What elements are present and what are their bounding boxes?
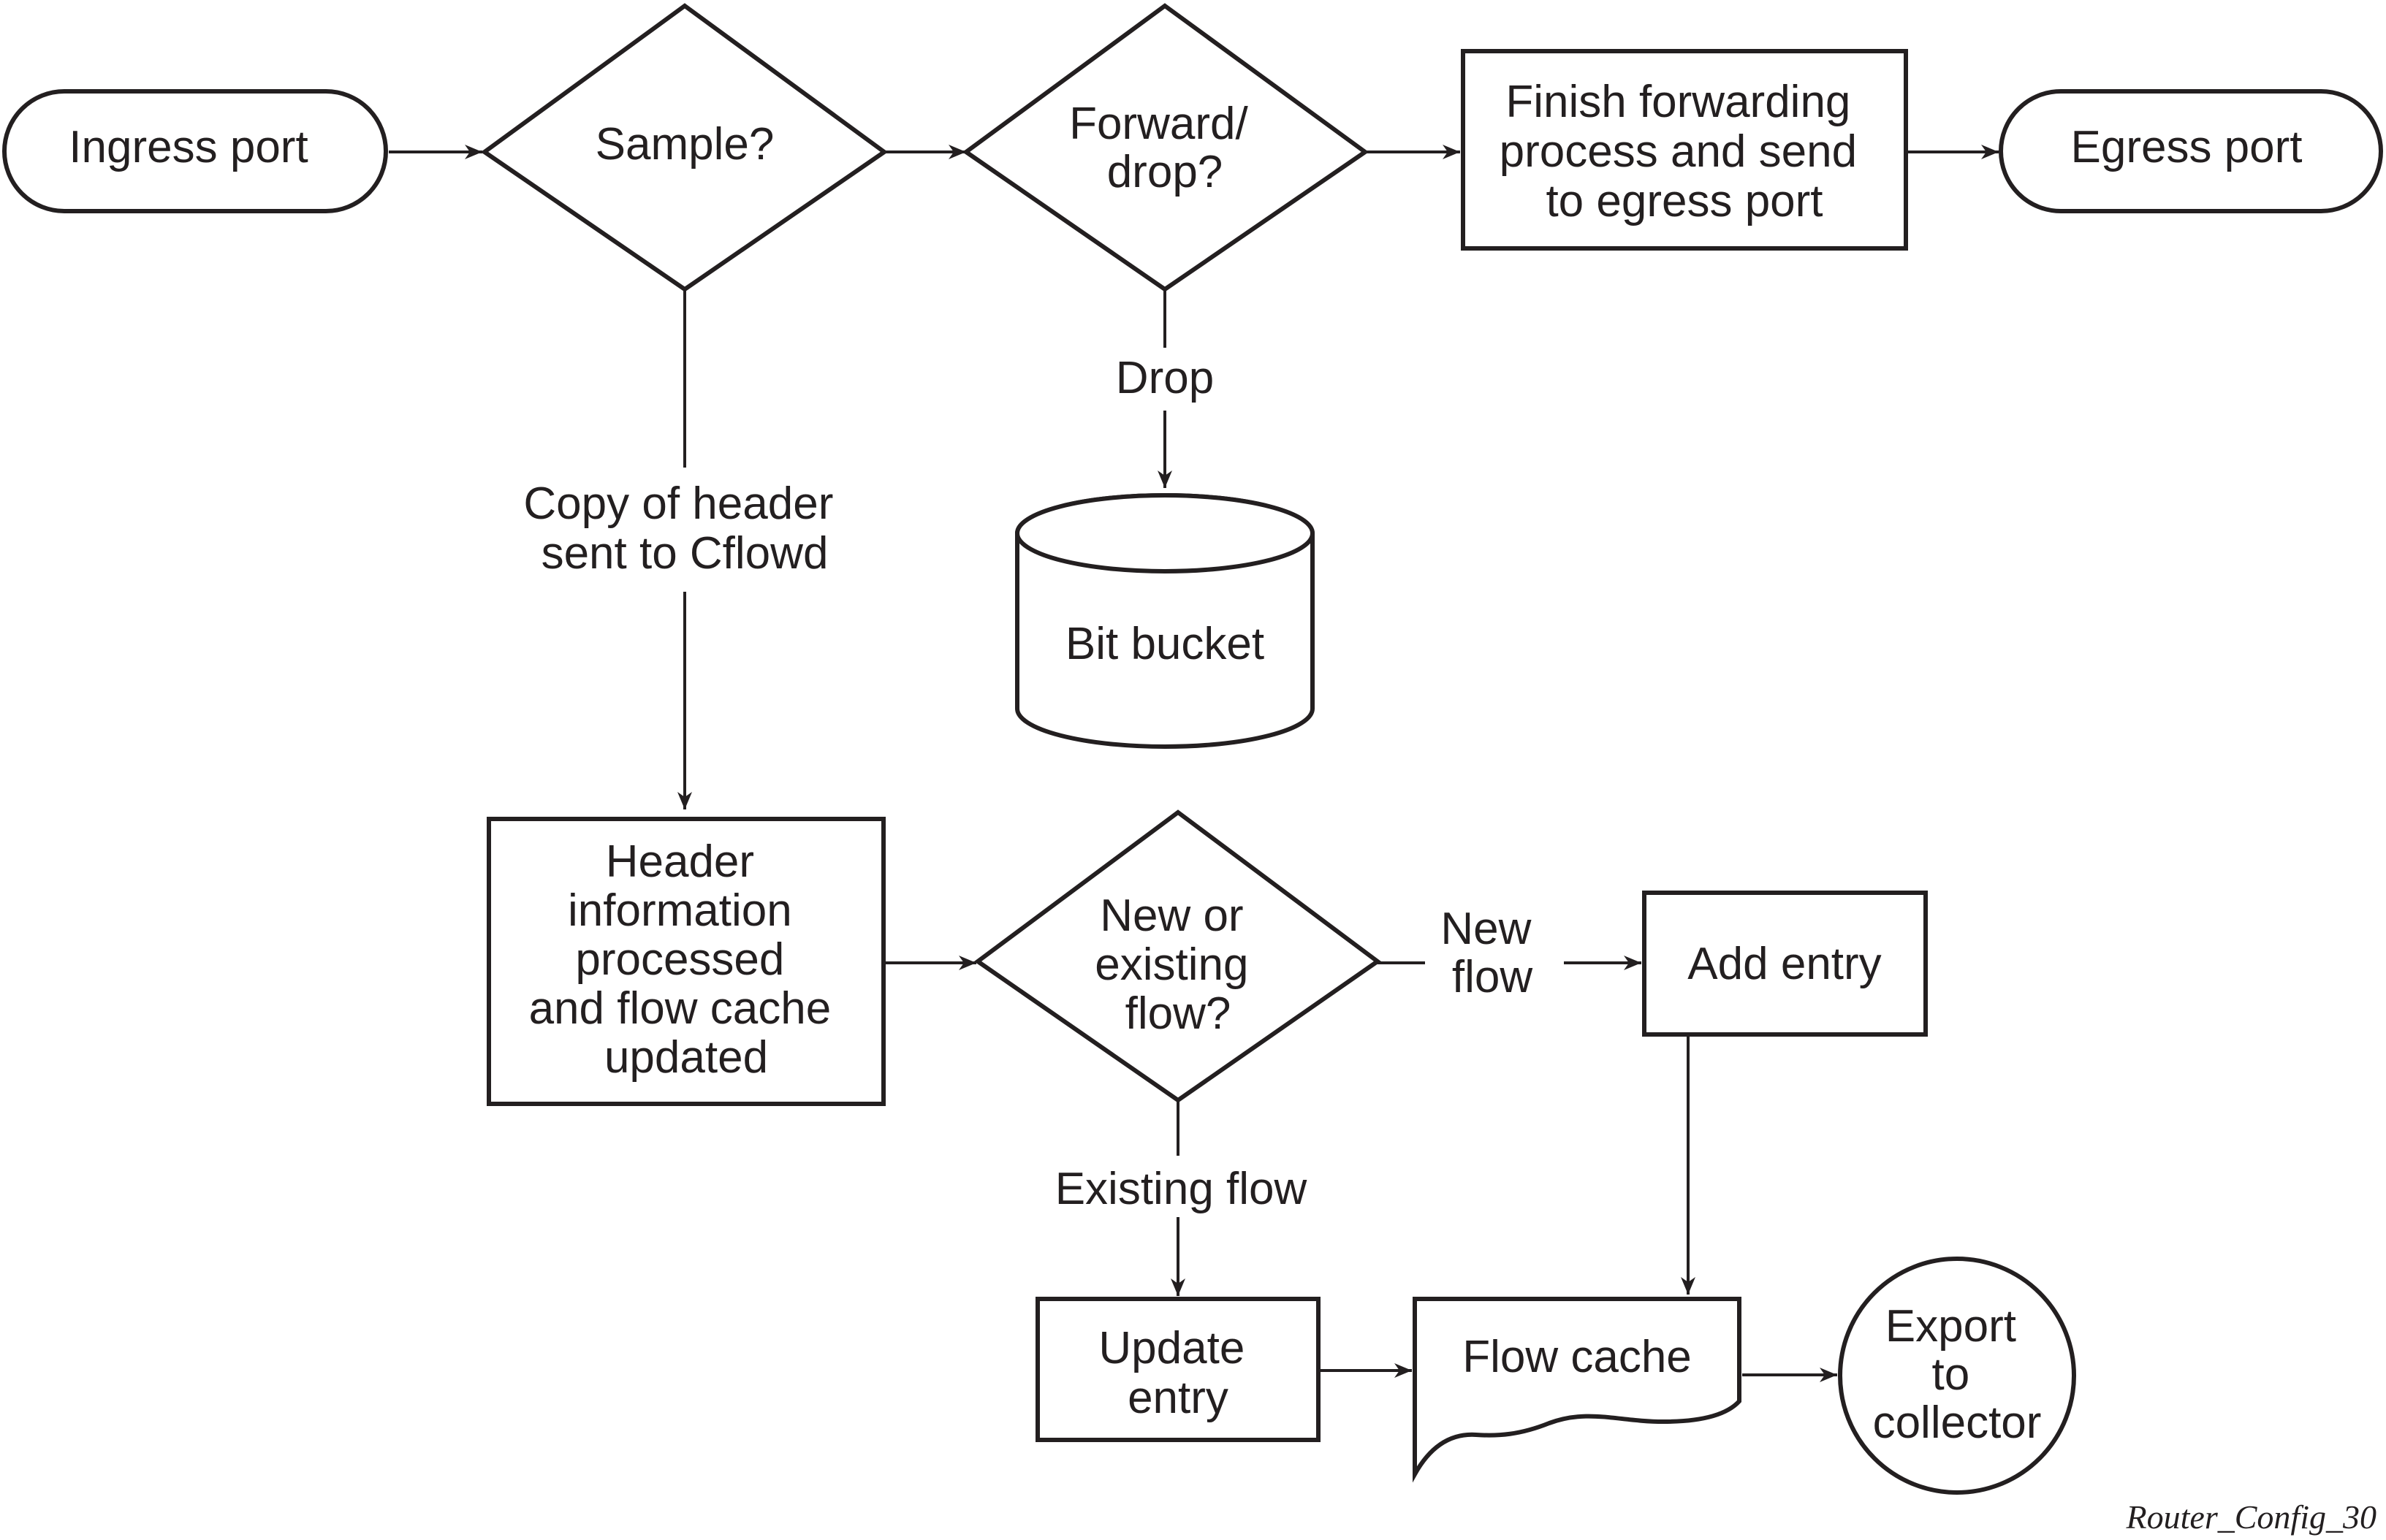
add-entry-node: Add entry [1642, 891, 1928, 1037]
finish-forwarding-label: Finish forwarding process and send to eg… [1500, 77, 1870, 226]
egress-port-node: Egress port [1999, 89, 2383, 213]
finish-forwarding-node: Finish forwarding process and send to eg… [1461, 49, 1908, 251]
sample-decision: Sample? [480, 3, 889, 292]
export-to-collector-label: Export to collector [1873, 1301, 2042, 1448]
header-processing-label: Header information processed and flow ca… [529, 836, 844, 1083]
edge-label-drop: Drop [1116, 353, 1214, 403]
bit-bucket-node: Bit bucket [1015, 493, 1315, 749]
export-to-collector-node: Export to collector [1838, 1257, 2076, 1495]
edge-label-existing-flow: Existing flow [1055, 1164, 1307, 1214]
ingress-port-label: Ingress port [69, 122, 308, 172]
sample-label: Sample? [596, 119, 775, 169]
new-or-existing-label: New or existing flow? [1095, 891, 1261, 1039]
edge-labels: Drop Copy of header sent to Cflowd New f… [504, 348, 1564, 1217]
add-entry-label: Add entry [1687, 939, 1881, 989]
update-entry-node: Update entry [1036, 1297, 1321, 1442]
flow-cache-node: Flow cache [1413, 1297, 1741, 1483]
egress-port-label: Egress port [2070, 122, 2302, 172]
update-entry-label: Update entry [1098, 1323, 1257, 1423]
new-or-existing-decision: New or existing flow? [973, 809, 1382, 1103]
bit-bucket-label: Bit bucket [1065, 619, 1264, 669]
forward-drop-label: Forward/ drop? [1069, 99, 1261, 197]
edge-label-new-flow: New flow [1440, 904, 1543, 1002]
ingress-port-node: Ingress port [2, 89, 388, 213]
forward-drop-decision: Forward/ drop? [962, 3, 1369, 292]
figure-caption: Router_Config_30 [2126, 1498, 2376, 1536]
flow-cache-label: Flow cache [1462, 1332, 1692, 1382]
edge-label-copy-of-header: Copy of header sent to Cflowd [523, 479, 846, 579]
header-processing-node: Header information processed and flow ca… [487, 817, 886, 1106]
